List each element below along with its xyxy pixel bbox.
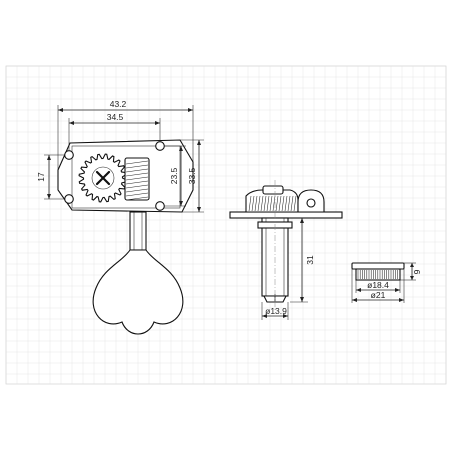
- side-gear-thread: [251, 195, 255, 212]
- mounting-hole-bottom-right: [155, 201, 165, 211]
- dim-bushing-height-line: [400, 262, 416, 281]
- side-gear-thread: [263, 195, 267, 212]
- side-gear-thread: [260, 195, 264, 212]
- worm-thread: [125, 176, 149, 181]
- gear-hub: [91, 166, 115, 190]
- worm-threads: [125, 160, 149, 201]
- dim-hole-spacing-x-line: [68, 118, 161, 150]
- dim-side-height: 17: [36, 172, 46, 182]
- dim-hole-spacing-y-line: [164, 145, 186, 207]
- side-gear-thread: [257, 195, 261, 212]
- dim-overall-height-line: [180, 139, 204, 213]
- side-gear-thread: [269, 195, 273, 212]
- bushing-flange: [351, 262, 405, 270]
- dim-hole-spacing-x: 34.5: [107, 112, 124, 122]
- worm-thread: [125, 192, 149, 197]
- dim-hole-spacing-y: 23.5: [169, 167, 179, 184]
- worm-thread: [125, 168, 149, 173]
- worm-thread: [125, 188, 149, 193]
- dim-overall-width: 43.2: [110, 99, 127, 109]
- side-gear-thread: [293, 195, 297, 212]
- worm-thread: [125, 160, 149, 165]
- side-gear-thread: [272, 195, 276, 212]
- dim-overall-height: 33.5: [187, 167, 197, 184]
- tuner-side-view: 31 ø13.9: [229, 180, 343, 320]
- bushing-knurl: [357, 270, 398, 279]
- side-gear-thread: [254, 195, 258, 212]
- gear-housing: [71, 145, 181, 209]
- dim-bushing-height: 9: [412, 269, 422, 274]
- side-gear-thread: [266, 195, 270, 212]
- side-gear-thread: [281, 195, 285, 212]
- key-shaft: [129, 211, 147, 251]
- worm-thread: [125, 184, 149, 189]
- side-plate: [229, 211, 343, 219]
- drawing-frame: [5, 65, 447, 385]
- tuner-front-view: 43.2 34.5 17 23.5 33.5: [36, 99, 204, 335]
- mounting-hole-bottom-left: [64, 194, 74, 204]
- butterfly-key: [92, 249, 184, 335]
- phillips-screw-icon: [95, 170, 111, 186]
- dim-bushing-inner-diameter: ø18.4: [367, 280, 389, 290]
- side-gear-thread: [278, 195, 282, 212]
- dim-overall-width-line: [57, 105, 194, 170]
- dim-bushing-inner-diameter-line: [355, 280, 401, 293]
- dim-bushing-diameter-line: [261, 302, 289, 320]
- mounting-hole-top-right: [155, 141, 165, 151]
- dim-shaft-length-line: [290, 218, 308, 303]
- worm-screw: [124, 157, 150, 201]
- dim-bushing-outer-diameter: ø21: [371, 290, 386, 300]
- side-gear-thread: [248, 195, 252, 212]
- side-gear-thread: [275, 195, 279, 212]
- worm-thread: [125, 164, 149, 169]
- worm-thread: [125, 172, 149, 177]
- dim-side-height-line: [44, 154, 65, 200]
- bushing-view: 9 ø18.4 ø21: [351, 262, 422, 303]
- side-gear-thread: [287, 195, 291, 212]
- mounting-hole-top-left: [64, 150, 74, 160]
- side-gear-thread: [284, 195, 288, 212]
- worm-thread: [125, 196, 149, 201]
- post-head: [262, 185, 284, 195]
- dim-bushing-diameter: ø13.9: [265, 306, 287, 316]
- bracket-hole: [306, 198, 316, 208]
- worm-thread: [125, 180, 149, 185]
- background-grid: [5, 65, 447, 384]
- dim-shaft-length: 31: [305, 255, 315, 265]
- side-gear-threads: [248, 195, 297, 212]
- dim-bushing-outer-diameter-line: [351, 269, 405, 303]
- side-gear-thread: [290, 195, 294, 212]
